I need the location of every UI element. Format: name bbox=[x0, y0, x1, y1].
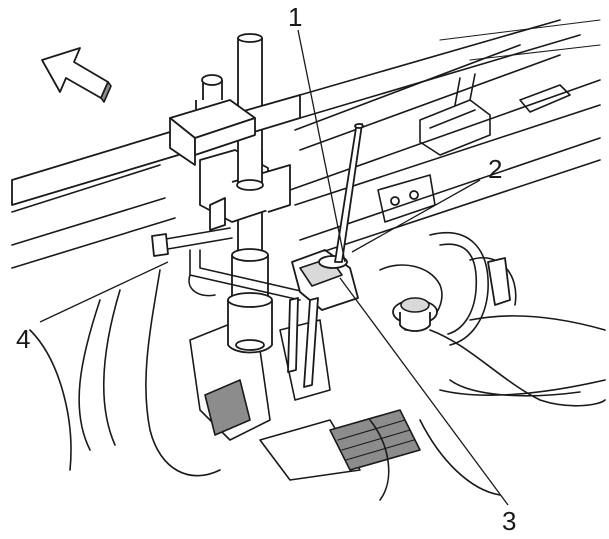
arrow-icon bbox=[41, 47, 112, 103]
engine-block bbox=[29, 264, 606, 501]
clamp-tool bbox=[287, 249, 359, 388]
leader-4 bbox=[39, 261, 169, 323]
engine-top-details bbox=[377, 73, 571, 223]
hoses bbox=[429, 232, 581, 397]
leader-3 bbox=[339, 277, 509, 506]
callout-4: 4 bbox=[16, 324, 30, 354]
support-rod-front bbox=[236, 150, 264, 191]
rod-sleeve bbox=[227, 248, 273, 354]
dipstick bbox=[334, 123, 364, 263]
callouts: 1 2 3 4 bbox=[16, 2, 516, 536]
leader-2 bbox=[351, 179, 481, 253]
callout-1: 1 bbox=[288, 2, 302, 32]
filler-cap bbox=[392, 297, 438, 332]
callout-2: 2 bbox=[488, 154, 502, 184]
callout-3: 3 bbox=[502, 506, 516, 536]
hook-tool bbox=[151, 227, 306, 301]
leader-1 bbox=[297, 29, 346, 263]
frame-lines bbox=[11, 19, 601, 269]
leader-lines bbox=[39, 29, 509, 506]
